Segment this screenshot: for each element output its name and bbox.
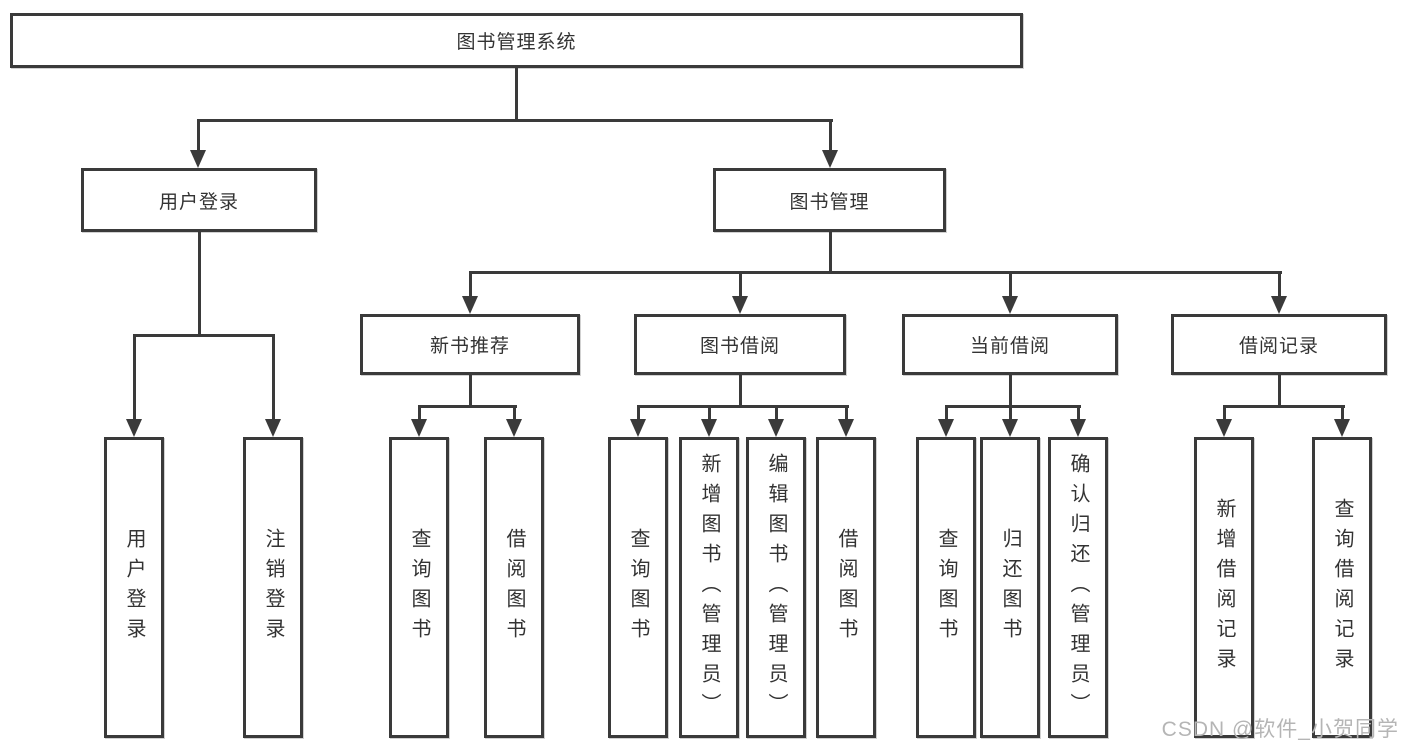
connector-line [945,405,1081,408]
leaf-logout: 注销登录 [243,437,303,738]
connector-line [1009,271,1012,301]
connector-line [133,334,275,337]
arrow-down-icon [1002,419,1018,437]
connector-line [1009,405,1012,423]
arrow-down-icon [1216,419,1232,437]
node-book-management: 图书管理 [713,168,946,232]
connector-line [637,405,849,408]
leaf-borrow-books-recommend: 借阅图书 [484,437,544,738]
arrow-down-icon [1271,296,1287,314]
leaf-add-borrow-record: 新增借阅记录 [1194,437,1254,738]
leaf-confirm-return-admin: 确认归还（管理员） [1048,437,1108,738]
arrow-down-icon [190,150,206,168]
arrow-down-icon [732,296,748,314]
connector-line [513,405,516,423]
leaf-query-borrow-record: 查询借阅记录 [1312,437,1372,738]
connector-line [829,232,832,274]
leaf-add-books-admin: 新增图书（管理员） [679,437,739,738]
connector-line [1278,375,1281,408]
connector-line [469,375,472,408]
connector-line [1341,405,1344,423]
leaf-query-books-current: 查询图书 [916,437,976,738]
arrow-down-icon [1334,419,1350,437]
node-borrowing-records: 借阅记录 [1171,314,1387,375]
arrow-down-icon [1002,296,1018,314]
connector-line [637,405,640,423]
connector-line [1278,271,1281,301]
connector-line [775,405,778,423]
connector-line [197,119,200,153]
connector-line [739,375,742,408]
node-book-borrowing: 图书借阅 [634,314,846,375]
leaf-return-books: 归还图书 [980,437,1040,738]
arrow-down-icon [506,419,522,437]
leaf-edit-books-admin: 编辑图书（管理员） [746,437,806,738]
connector-line [198,232,201,336]
leaf-borrow-books: 借阅图书 [816,437,876,738]
arrow-down-icon [701,419,717,437]
connector-line [739,271,742,301]
leaf-user-login: 用户登录 [104,437,164,738]
arrow-down-icon [411,419,427,437]
arrow-down-icon [768,419,784,437]
connector-line [469,271,1282,274]
connector-line [845,405,848,423]
leaf-query-books-recommend: 查询图书 [389,437,449,738]
connector-line [418,405,421,423]
connector-line [945,405,948,423]
connector-line [1223,405,1226,423]
arrow-down-icon [938,419,954,437]
arrow-down-icon [838,419,854,437]
connector-line [1009,375,1012,408]
arrow-down-icon [1070,419,1086,437]
node-user-login: 用户登录 [81,168,317,232]
node-current-borrowing: 当前借阅 [902,314,1118,375]
leaf-query-books-borrowing: 查询图书 [608,437,668,738]
connector-line [708,405,711,423]
connector-line [1223,405,1345,408]
connector-line [469,271,472,301]
arrow-down-icon [126,419,142,437]
connector-line [133,334,136,422]
node-new-book-recommend: 新书推荐 [360,314,580,375]
node-root-system: 图书管理系统 [10,13,1023,68]
connector-line [418,405,517,408]
connector-line [1077,405,1080,423]
arrow-down-icon [630,419,646,437]
csdn-watermark: CSDN @软件_小贺同学 [1161,718,1399,741]
connector-line [272,334,275,422]
connector-line [515,68,518,120]
arrow-down-icon [462,296,478,314]
arrow-down-icon [822,150,838,168]
connector-line [829,119,832,153]
connector-line [197,119,833,122]
arrow-down-icon [265,419,281,437]
